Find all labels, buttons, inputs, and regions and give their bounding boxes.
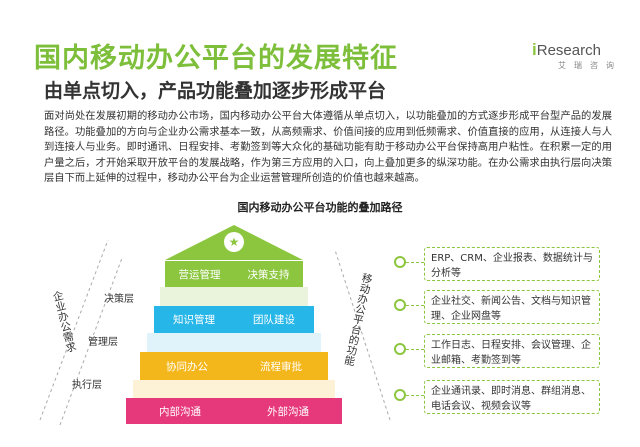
connector-line — [406, 262, 424, 263]
connector-dot — [394, 343, 406, 355]
feature-box-decision: ERP、CRM、企业报表、数据统计与分析等 — [424, 247, 600, 281]
iresearch-logo: iResearch 艾瑞咨询 — [532, 40, 632, 74]
layer-item: 营运管理 — [178, 268, 221, 281]
logo-sub: 艾瑞咨询 — [558, 61, 622, 70]
layer-item: 外部沟通 — [267, 405, 309, 418]
logo-brand: iResearch — [532, 40, 601, 59]
connector-dot — [394, 389, 406, 401]
page-title: 国内移动办公平台的发展特征 — [34, 43, 398, 74]
tier-label-management: 管理层 — [88, 337, 118, 348]
connector-line — [406, 349, 424, 350]
layer-item: 内部沟通 — [159, 405, 201, 418]
intro-paragraph: 面对尚处在发展初期的移动办公市场，国内移动办公平台大体遵循从单点切入，以功能叠加… — [44, 110, 612, 185]
connector-dot — [394, 299, 406, 311]
feature-box-communication: 企业通讯录、即时消息、群组消息、电话会议、视频会议等 — [424, 380, 600, 414]
page-subtitle: 由单点切入，产品功能叠加逐步形成平台 — [44, 80, 387, 102]
layer-gap — [147, 333, 321, 352]
layer-execution: 协同办公 流程审批 — [140, 352, 328, 380]
diagram-title: 国内移动办公平台功能的叠加路径 — [237, 201, 403, 214]
connector-dot — [394, 256, 406, 268]
feature-box-execution: 工作日志、日程安排、会议管理、企业邮箱、考勤签到等 — [424, 334, 600, 368]
medal-icon: ★ — [224, 232, 244, 252]
layer-item: 决策支持 — [247, 268, 290, 281]
layer-item: 流程审批 — [260, 360, 302, 373]
layer-item: 知识管理 — [173, 314, 215, 326]
layer-management: 知识管理 团队建设 — [154, 306, 314, 333]
layer-gap — [160, 287, 308, 306]
layer-decision: 营运管理 决策支持 — [165, 261, 303, 287]
layer-gap — [133, 380, 335, 398]
connector-line — [406, 395, 424, 396]
tier-label-decision: 决策层 — [104, 294, 134, 305]
feature-box-management: 企业社交、新闻公告、文档与知识管理、企业网盘等 — [424, 290, 600, 324]
tier-label-execution: 执行层 — [72, 380, 102, 391]
layer-item: 团队建设 — [253, 314, 295, 326]
layer-item: 协同办公 — [166, 360, 208, 373]
layer-communication: 内部沟通 外部沟通 — [126, 398, 342, 424]
connector-line — [406, 305, 424, 306]
